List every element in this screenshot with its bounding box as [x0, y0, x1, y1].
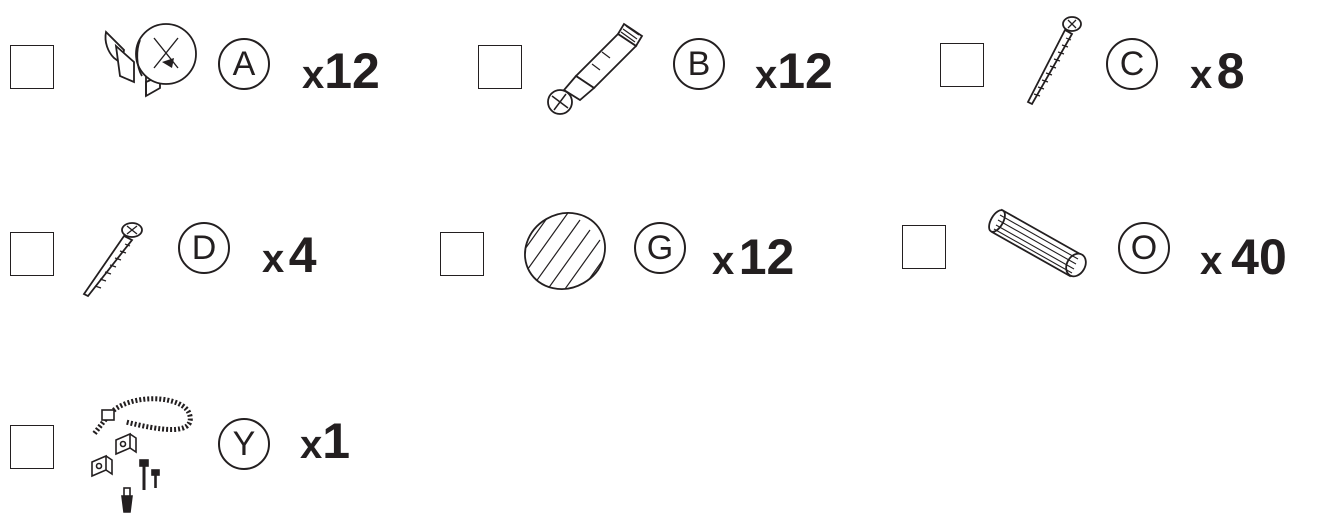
part-a-letter: A: [218, 38, 270, 90]
part-a-checkbox[interactable]: [10, 45, 54, 89]
part-o-letter: O: [1118, 222, 1170, 274]
quantity-number: 12: [324, 43, 380, 99]
part-g-letter: G: [634, 222, 686, 274]
cover-cap-icon: [520, 210, 610, 292]
part-a-quantity: x12: [302, 46, 380, 96]
wood-dowel-icon: [988, 206, 1096, 284]
short-screw-icon: [80, 218, 146, 298]
cam-lock-icon: [102, 20, 202, 102]
part-b-letter: B: [673, 38, 725, 90]
quantity-x: x: [755, 53, 777, 97]
quantity-number: 4: [289, 227, 317, 283]
quantity-number: 12: [739, 229, 795, 285]
part-d-letter: D: [178, 222, 230, 274]
quantity-x: x: [262, 237, 284, 281]
quantity-x: x: [712, 239, 734, 283]
quantity-number: 1: [322, 413, 350, 469]
part-c-quantity: x 8: [1190, 46, 1245, 96]
part-o-checkbox[interactable]: [902, 225, 946, 269]
part-y-quantity: x1: [300, 416, 350, 466]
long-screw-icon: [1022, 12, 1084, 108]
part-d-quantity: x 4: [262, 230, 317, 280]
quantity-number: 40: [1231, 229, 1287, 285]
quantity-number: 12: [777, 43, 833, 99]
part-g-quantity: x 12: [712, 232, 794, 282]
part-b-checkbox[interactable]: [478, 45, 522, 89]
quantity-number: 8: [1217, 43, 1245, 99]
anti-tip-kit-icon: [86, 396, 196, 518]
part-y-letter: Y: [218, 418, 270, 470]
part-d-checkbox[interactable]: [10, 232, 54, 276]
part-o-quantity: x 40: [1200, 232, 1287, 282]
quantity-x: x: [1200, 239, 1222, 283]
quantity-x: x: [1190, 53, 1212, 97]
part-g-checkbox[interactable]: [440, 232, 484, 276]
quantity-x: x: [302, 53, 324, 97]
quantity-x: x: [300, 423, 322, 467]
part-c-letter: C: [1106, 38, 1158, 90]
part-b-quantity: x12: [755, 46, 833, 96]
part-y-checkbox[interactable]: [10, 425, 54, 469]
cam-bolt-icon: [546, 18, 656, 118]
part-c-checkbox[interactable]: [940, 43, 984, 87]
